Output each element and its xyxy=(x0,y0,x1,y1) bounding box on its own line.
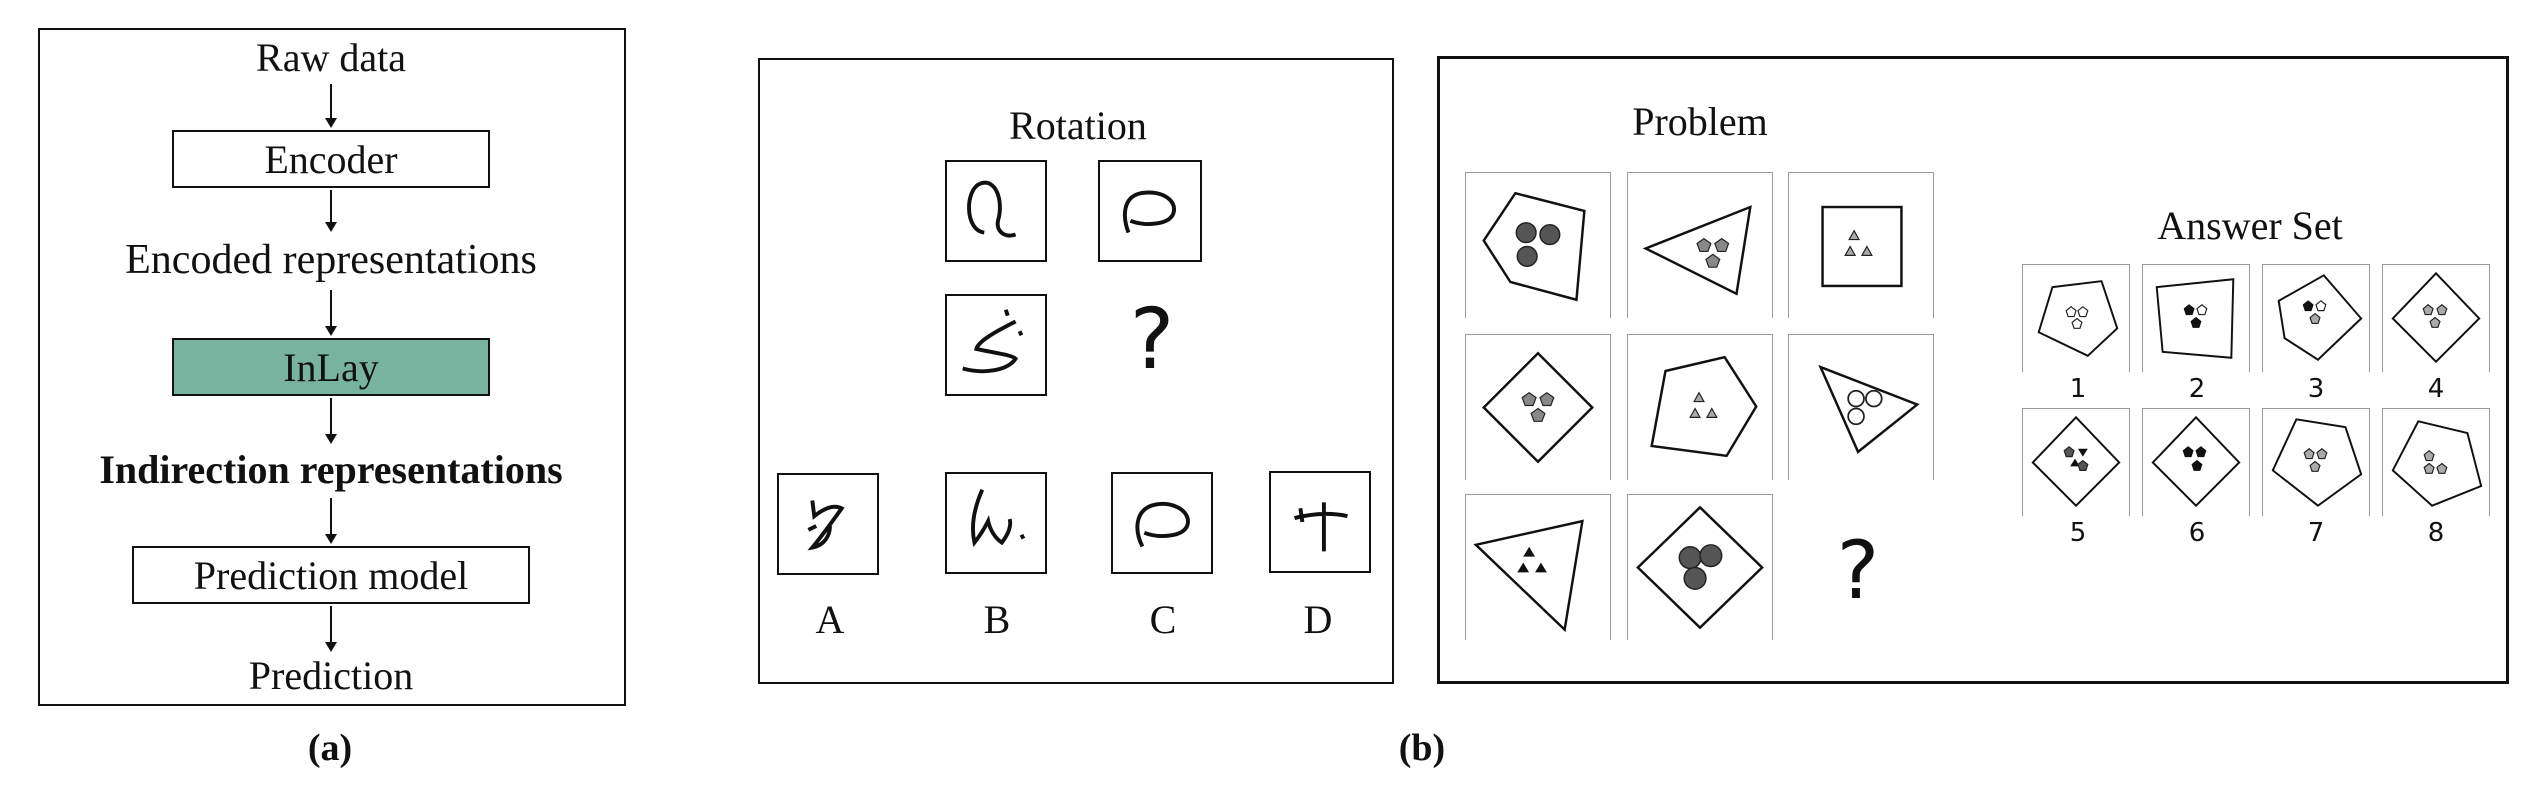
rotation-option-a-tile xyxy=(777,473,879,575)
answer-cell-4[interactable] xyxy=(2382,264,2490,372)
answer-number-6: 6 xyxy=(2188,518,2206,548)
rotation-title: Rotation xyxy=(1009,103,1147,148)
arrow-3 xyxy=(325,290,337,336)
rotation-panel-frame xyxy=(758,58,1394,684)
encoded-representations-label: Encoded representations xyxy=(125,237,537,283)
problem-cell-4 xyxy=(1465,334,1611,480)
arrow-1 xyxy=(325,84,337,128)
answer-cell-7[interactable] xyxy=(2262,408,2370,516)
answer-number-3: 3 xyxy=(2307,374,2325,404)
inlay-label: InLay xyxy=(283,344,379,390)
rotation-problem-tile-1 xyxy=(945,160,1047,262)
problem-cell-1 xyxy=(1465,172,1611,318)
problem-cell-8 xyxy=(1627,494,1773,640)
rotation-option-c-tile xyxy=(1111,472,1213,574)
rotation-option-b-tile xyxy=(945,472,1047,574)
rotation-option-d-label: D xyxy=(1303,597,1333,642)
problem-cell-5 xyxy=(1627,334,1773,480)
indirection-representations-label: Indirection representations xyxy=(99,447,563,492)
rotation-question-mark: ? xyxy=(1129,290,1175,388)
answer-number-5: 5 xyxy=(2069,518,2087,548)
caption-a: (a) xyxy=(307,727,353,769)
arrow-4 xyxy=(325,398,337,444)
encoder-box: Encoder xyxy=(172,130,490,188)
answer-number-4: 4 xyxy=(2427,374,2445,404)
answer-cell-6[interactable] xyxy=(2142,408,2250,516)
rotation-problem-tile-2 xyxy=(1098,160,1202,262)
rotation-option-a-label: A xyxy=(815,597,845,642)
caption-b: (b) xyxy=(1398,727,1446,769)
answer-number-2: 2 xyxy=(2188,374,2206,404)
answer-cell-8[interactable] xyxy=(2382,408,2490,516)
arrow-6 xyxy=(325,606,337,652)
rotation-option-b-label: B xyxy=(983,597,1011,642)
problem-question-mark: ? xyxy=(1836,524,1880,617)
answer-cell-1[interactable] xyxy=(2022,264,2130,372)
rotation-option-d-tile xyxy=(1269,471,1371,573)
arrow-5 xyxy=(325,498,337,544)
encoder-label: Encoder xyxy=(264,136,398,182)
raw-data-label: Raw data xyxy=(256,35,406,80)
problem-title: Problem xyxy=(1632,99,1768,144)
problem-cell-3 xyxy=(1788,172,1934,318)
arrow-2 xyxy=(325,190,337,232)
rotation-option-c-label: C xyxy=(1149,597,1177,642)
rotation-problem-tile-3 xyxy=(945,294,1047,396)
answer-set-title: Answer Set xyxy=(2157,203,2343,248)
prediction-model-label: Prediction model xyxy=(193,552,469,598)
prediction-model-box: Prediction model xyxy=(132,546,530,604)
answer-cell-3[interactable] xyxy=(2262,264,2370,372)
answer-number-7: 7 xyxy=(2307,518,2325,548)
problem-cell-2 xyxy=(1627,172,1773,318)
answer-cell-5[interactable] xyxy=(2022,408,2130,516)
problem-cell-7 xyxy=(1465,494,1611,640)
answer-number-1: 1 xyxy=(2069,374,2087,404)
answer-number-8: 8 xyxy=(2427,518,2445,548)
problem-cell-6 xyxy=(1788,334,1934,480)
inlay-box: InLay xyxy=(172,338,490,396)
answer-cell-2[interactable] xyxy=(2142,264,2250,372)
prediction-label: Prediction xyxy=(248,653,414,698)
